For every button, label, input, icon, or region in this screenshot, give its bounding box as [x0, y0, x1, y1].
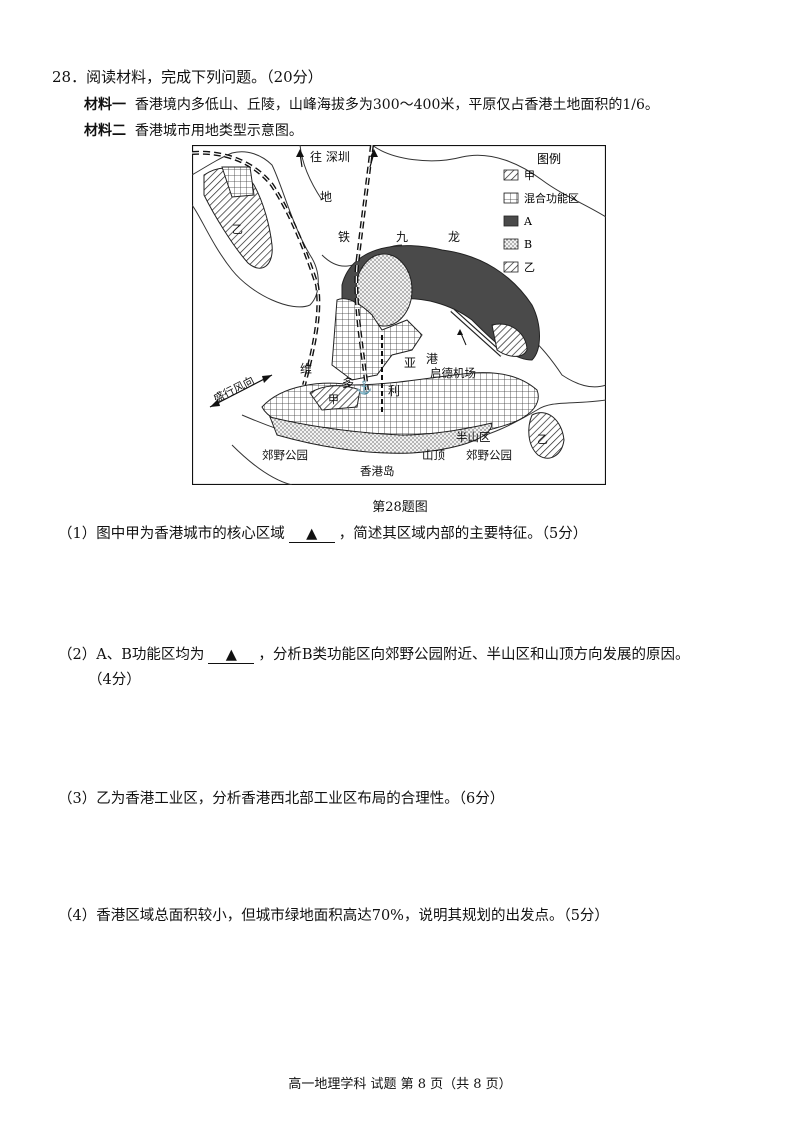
- subquestion-4: （4）香港区域总面积较小，但城市绿地面积高达70%，说明其规划的出发点。（5分）: [58, 908, 609, 924]
- label-country-park-left: 郊野公园: [262, 448, 308, 462]
- legend-title: 图例: [537, 152, 561, 166]
- legend-label-yi: 乙: [524, 261, 535, 274]
- land-use-map: 乙 ⚓ 图例 甲 混合功能区: [192, 145, 606, 485]
- legend-swatch-jia: [503, 169, 519, 181]
- subquestion-2-suffix: ，分析B类功能区向郊野公园附近、半山区和山顶方向发展的原因。: [258, 647, 690, 663]
- label-country-park-right: 郊野公园: [466, 448, 512, 462]
- mixed-zone-kowloon: [331, 298, 423, 381]
- label-kai-tak-airport: 启德机场: [430, 366, 476, 380]
- label-ya: 亚: [404, 356, 416, 370]
- legend-swatch-yi: [503, 261, 519, 273]
- subquestion-1-prefix: （1）图中甲为香港城市的核心区域: [58, 526, 285, 542]
- label-wei: 维: [300, 362, 312, 376]
- label-hk-island: 香港岛: [360, 464, 395, 478]
- map-legend: 图例 甲 混合功能区 A B 乙: [503, 152, 579, 274]
- label-gang: 港: [426, 352, 438, 366]
- yi-industrial-zone-east: [491, 323, 528, 357]
- mixed-zone-northwest: [221, 166, 255, 198]
- material-one-text: 香港境内多低山、丘陵，山峰海拔多为300～400米，平原仅占香港土地面积的1/6…: [134, 97, 659, 113]
- figure-caption: 第28题图: [372, 500, 428, 515]
- legend-swatch-a: [503, 215, 519, 227]
- jia-core-zone: [309, 385, 361, 411]
- subquestion-2: （2）A、B功能区均为▲，分析B类功能区向郊野公园附近、半山区和山顶方向发展的原…: [58, 643, 690, 664]
- page-footer: 高一地理学科 试题 第 8 页（共 8 页）: [288, 1077, 512, 1092]
- subquestion-2-points: （4分）: [88, 672, 141, 688]
- material-two-text: 香港城市用地类型示意图。: [134, 123, 303, 139]
- wind-direction-arrow: [209, 374, 273, 408]
- answer-blank-2: ▲: [208, 647, 255, 664]
- legend-label-a: A: [523, 215, 533, 228]
- question-header: 28．阅读材料，完成下列问题。（20分）: [52, 68, 323, 86]
- label-duo: 多: [342, 376, 354, 390]
- legend-label-jia: 甲: [524, 169, 535, 182]
- subquestion-1-suffix: ，简述其区域内部的主要特征。（5分）: [338, 526, 588, 542]
- material-two: 材料二 香港城市用地类型示意图。: [84, 120, 303, 140]
- label-tie: 铁: [338, 230, 350, 244]
- anchor-icon: ⚓: [356, 380, 372, 396]
- label-long: 龙: [448, 230, 460, 244]
- subquestion-3: （3）乙为香港工业区，分析香港西北部工业区布局的合理性。（6分）: [58, 791, 505, 807]
- label-peak: 山顶: [422, 448, 445, 462]
- label-mid-levels: 半山区: [456, 430, 491, 444]
- legend-swatch-b: [503, 238, 519, 250]
- label-yi-on-map: 乙: [537, 433, 548, 446]
- legend-label-b: B: [524, 238, 532, 251]
- material-two-label: 材料二: [84, 123, 126, 139]
- legend-swatch-mixed: [503, 192, 519, 204]
- label-to-shenzhen: 往 深圳: [310, 149, 350, 164]
- yi-label-west: 乙: [232, 223, 243, 236]
- material-one-label: 材料一: [84, 97, 126, 113]
- label-jia-on-map: 甲: [328, 393, 339, 406]
- b-zone-island: [269, 416, 493, 454]
- subquestion-2-prefix: （2）A、B功能区均为: [58, 647, 205, 663]
- subquestion-1: （1）图中甲为香港城市的核心区域▲，简述其区域内部的主要特征。（5分）: [58, 522, 587, 543]
- label-jiu: 九: [396, 230, 408, 244]
- material-one: 材料一 香港境内多低山、丘陵，山峰海拔多为300～400米，平原仅占香港土地面积…: [84, 94, 659, 114]
- label-di: 地: [320, 190, 332, 204]
- yi-zone-island-east: [528, 412, 565, 459]
- answer-blank-1: ▲: [288, 526, 335, 543]
- legend-label-mixed: 混合功能区: [524, 191, 579, 205]
- label-li: 利: [388, 384, 400, 398]
